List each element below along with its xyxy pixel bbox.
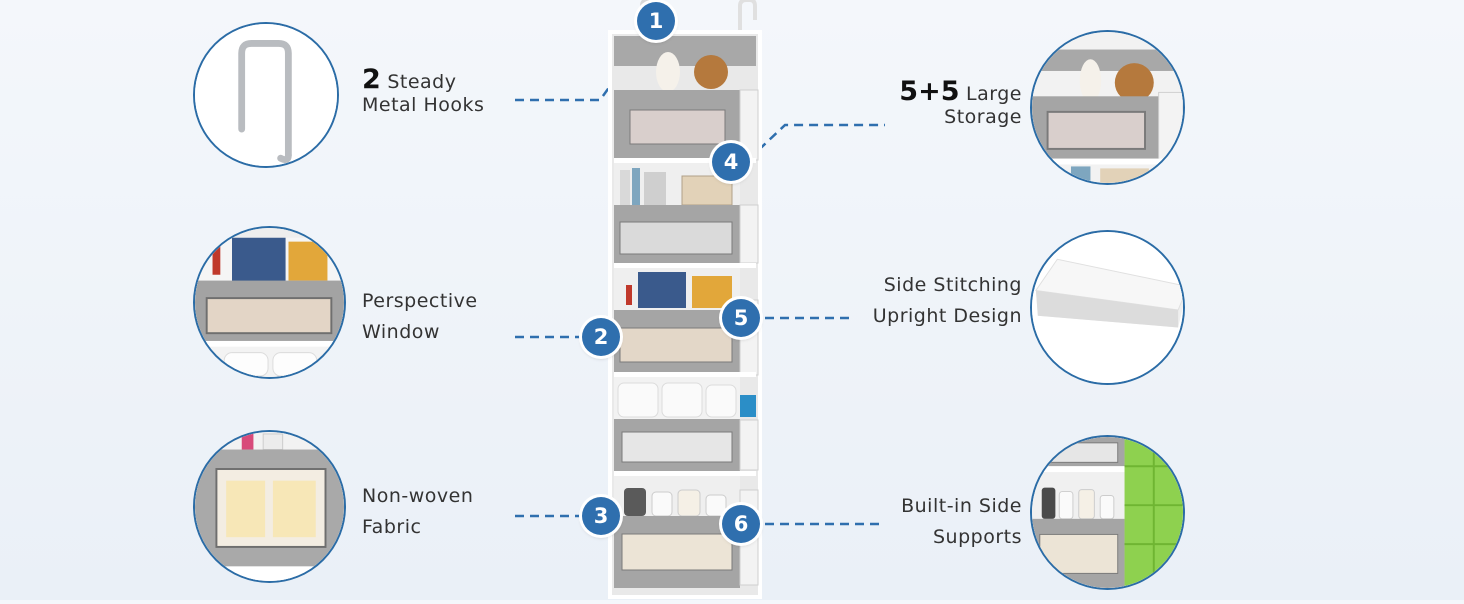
feature-6-line2: Supports bbox=[932, 526, 1022, 548]
feature-label-1: 2 Steady Metal Hooks bbox=[362, 64, 484, 121]
feature-4-line1: Large bbox=[966, 83, 1022, 105]
pocket-window-icon bbox=[193, 226, 346, 379]
feature-label-3: Non-woven Fabric bbox=[362, 481, 473, 543]
feature-4-strong: 5+5 bbox=[899, 76, 960, 107]
feature-5-line2: Upright Design bbox=[872, 305, 1022, 327]
feature-badge-4: 4 bbox=[712, 143, 750, 181]
feature-label-4: 5+5 Large Storage bbox=[860, 76, 1022, 133]
feature-badge-5: 5 bbox=[722, 299, 760, 337]
feature-label-2: Perspective Window bbox=[362, 286, 478, 348]
hook-right-icon bbox=[738, 0, 757, 36]
feature-label-6: Built-in Side Supports bbox=[860, 491, 1022, 553]
feature-3-line2: Fabric bbox=[362, 516, 422, 538]
metal-hook-icon bbox=[193, 22, 339, 168]
feature-badge-6: 6 bbox=[722, 505, 760, 543]
feature-badge-1: 1 bbox=[637, 2, 675, 40]
storage-pocket-icon bbox=[1030, 30, 1185, 185]
feature-5-line1: Side Stitching bbox=[883, 274, 1022, 296]
feature-label-5: Side Stitching Upright Design bbox=[840, 270, 1022, 332]
feature-4-line2: Storage bbox=[944, 106, 1022, 128]
feature-badge-2: 2 bbox=[582, 318, 620, 356]
feature-badge-3: 3 bbox=[582, 497, 620, 535]
feature-2-line1: Perspective bbox=[362, 290, 478, 312]
feature-1-line2: Metal Hooks bbox=[362, 94, 485, 116]
feature-6-line1: Built-in Side bbox=[901, 495, 1022, 517]
fabric-closeup-icon bbox=[193, 430, 346, 583]
support-board-icon bbox=[1030, 230, 1185, 385]
side-support-icon bbox=[1030, 435, 1185, 590]
feature-1-line1: Steady bbox=[387, 71, 457, 93]
feature-2-line2: Window bbox=[362, 321, 440, 343]
feature-3-line1: Non-woven bbox=[362, 485, 474, 507]
feature-1-strong: 2 bbox=[362, 64, 381, 95]
